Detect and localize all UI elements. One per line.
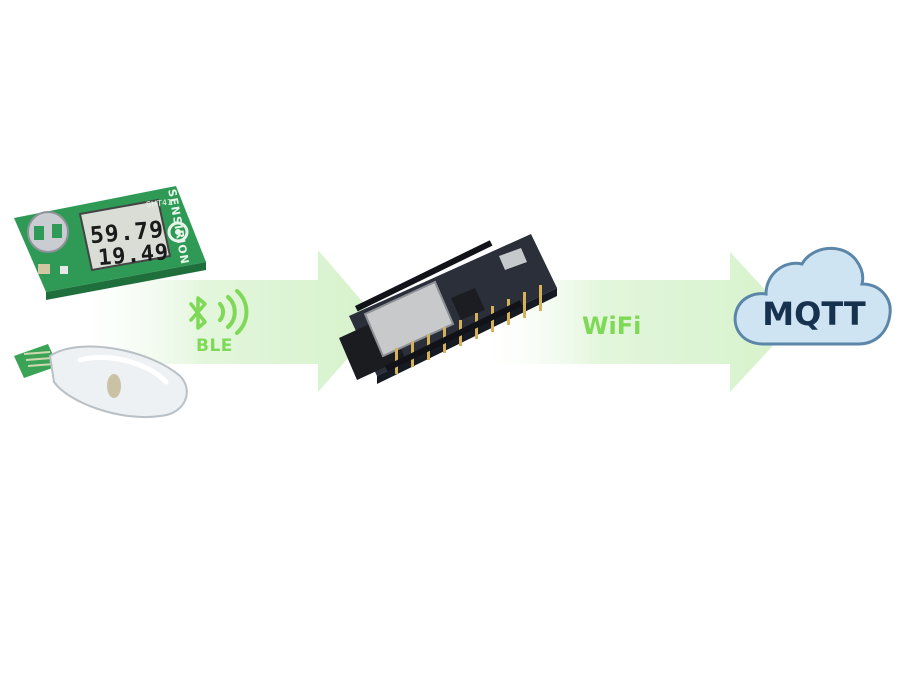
- wireless-signal-icon: [218, 289, 249, 335]
- ble-label: BLE: [196, 336, 233, 356]
- sensor-board-image: [14, 186, 206, 300]
- bluetooth-icon: [189, 296, 207, 330]
- wifi-label: WiFi: [582, 312, 642, 340]
- mqtt-cloud-icon: [733, 246, 892, 346]
- esp32-devboard-image: [339, 234, 557, 384]
- mqtt-label: MQTT: [762, 295, 866, 333]
- usb-sensor-stick-image: [14, 344, 188, 419]
